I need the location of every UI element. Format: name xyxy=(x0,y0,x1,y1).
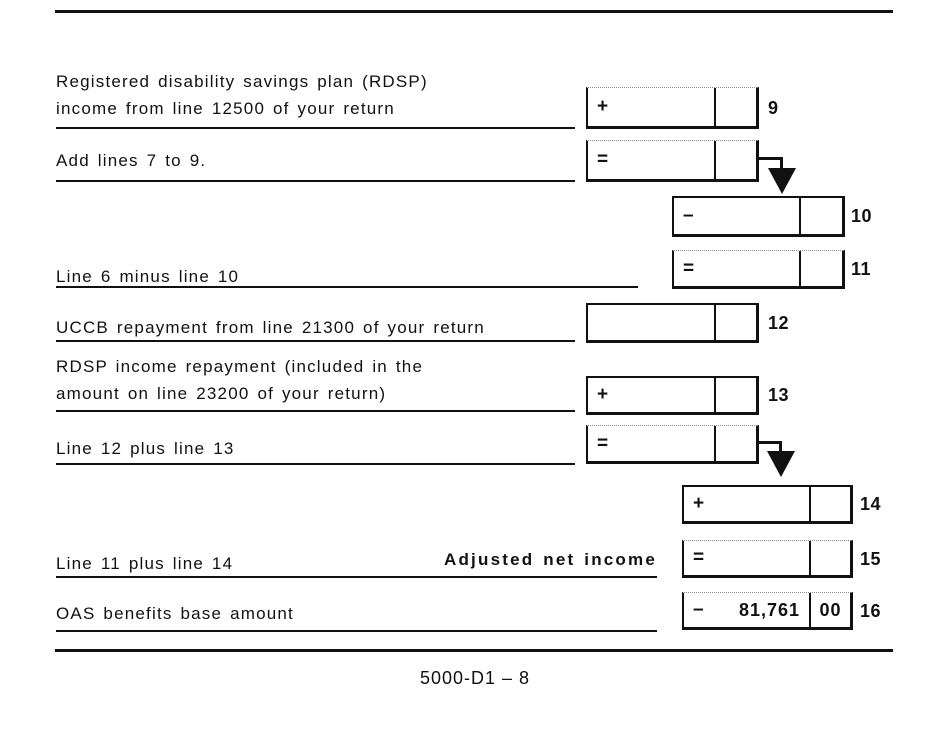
page-number: 5000-D1 – 8 xyxy=(419,668,531,688)
minus-symbol: – xyxy=(683,205,694,226)
amount-box-line9[interactable]: + xyxy=(586,87,759,129)
blank-symbol xyxy=(588,305,615,340)
arrow-connector-horizontal xyxy=(757,157,783,160)
amount-field-line12[interactable] xyxy=(615,305,714,340)
arrow-connector-horizontal xyxy=(757,441,782,444)
top-rule xyxy=(55,10,893,13)
arrow-connector-vertical xyxy=(779,441,782,453)
amount-box-line10[interactable]: – xyxy=(672,196,845,237)
adjusted-net-income-label: Adjusted net income xyxy=(444,550,657,569)
underline-line16 xyxy=(56,630,657,632)
cents-field-line14[interactable] xyxy=(809,487,850,521)
cents-field-line9[interactable] xyxy=(714,88,756,126)
equals-symbol: = xyxy=(597,432,609,454)
equals-symbol: = xyxy=(683,257,695,279)
underline-add-7-9 xyxy=(56,180,575,182)
amount-field-line14[interactable] xyxy=(711,487,809,521)
equals-symbol: = xyxy=(693,547,705,568)
underline-line9 xyxy=(56,127,575,129)
line-number-14: 14 xyxy=(860,494,882,514)
row-label-line12: UCCB repayment from line 21300 of your r… xyxy=(56,318,485,337)
cents-field-add-12-13[interactable] xyxy=(714,426,756,461)
line-number-10: 10 xyxy=(851,206,873,226)
row-label-line15: Line 11 plus line 14 xyxy=(56,554,234,573)
cents-field-line15[interactable] xyxy=(809,541,850,575)
amount-box-line14[interactable]: + xyxy=(682,485,853,524)
row-label-line13-l2: amount on line 23200 of your return) xyxy=(56,384,387,403)
cents-field-line13[interactable] xyxy=(714,378,756,412)
equals-symbol: = xyxy=(597,149,609,170)
line-number-9: 9 xyxy=(768,97,779,118)
amount-box-add-7-9[interactable]: = xyxy=(586,140,759,182)
amount-box-line11[interactable]: = xyxy=(672,250,845,289)
arrow-connector-vertical xyxy=(780,157,783,170)
plus-symbol: + xyxy=(597,384,609,405)
row-label-line13-l1: RDSP income repayment (included in the xyxy=(56,357,424,376)
line-number-12: 12 xyxy=(768,312,790,333)
underline-line15 xyxy=(56,576,657,578)
underline-add-12-13 xyxy=(56,463,575,465)
cents-field-line10[interactable] xyxy=(799,198,842,234)
line-number-15: 15 xyxy=(860,548,882,569)
row-label-line13: RDSP income repayment (included in the a… xyxy=(56,353,423,407)
underline-line11 xyxy=(56,286,638,288)
row-label-add-12-13: Line 12 plus line 13 xyxy=(56,439,235,458)
line-number-11: 11 xyxy=(851,259,872,279)
row-label-line9: Registered disability savings plan (RDSP… xyxy=(56,68,428,122)
cents-field-line12[interactable] xyxy=(714,305,756,340)
cents-field-line11[interactable] xyxy=(799,251,842,286)
plus-symbol: + xyxy=(597,96,609,117)
amount-field-add-7-9[interactable] xyxy=(615,141,714,179)
amount-box-add-12-13[interactable]: = xyxy=(586,425,759,464)
minus-symbol: – xyxy=(693,599,704,620)
amount-field-line11[interactable] xyxy=(701,251,799,286)
underline-line13 xyxy=(56,410,575,412)
arrow-down-icon xyxy=(767,451,795,477)
amount-field-add-12-13[interactable] xyxy=(615,426,714,461)
row-label-add-7-9: Add lines 7 to 9. xyxy=(56,151,207,170)
cents-field-add-7-9[interactable] xyxy=(714,141,756,179)
bottom-rule xyxy=(55,649,893,652)
row-label-line16: OAS benefits base amount xyxy=(56,604,294,623)
amount-box-line13[interactable]: + xyxy=(586,376,759,415)
amount-field-line10[interactable] xyxy=(701,198,799,234)
row-label-line9-l2: income from line 12500 of your return xyxy=(56,99,395,118)
plus-symbol: + xyxy=(693,493,705,514)
row-label-line11: Line 6 minus line 10 xyxy=(56,267,240,286)
amount-field-line16: 81,761 xyxy=(738,599,800,620)
line-number-16: 16 xyxy=(860,600,882,621)
amount-box-line16[interactable]: – 81,761 00 xyxy=(682,592,853,630)
amount-box-line15[interactable]: = xyxy=(682,540,853,578)
amount-field-line9[interactable] xyxy=(615,88,714,126)
cents-field-line16: 00 xyxy=(809,593,850,627)
row-label-line9-l1: Registered disability savings plan (RDSP… xyxy=(56,72,428,91)
underline-line12 xyxy=(56,340,575,342)
line-number-13: 13 xyxy=(768,385,790,405)
amount-box-line12[interactable] xyxy=(586,303,759,343)
arrow-down-icon xyxy=(768,168,796,194)
amount-field-line15[interactable] xyxy=(711,541,809,575)
amount-field-line13[interactable] xyxy=(615,378,714,412)
